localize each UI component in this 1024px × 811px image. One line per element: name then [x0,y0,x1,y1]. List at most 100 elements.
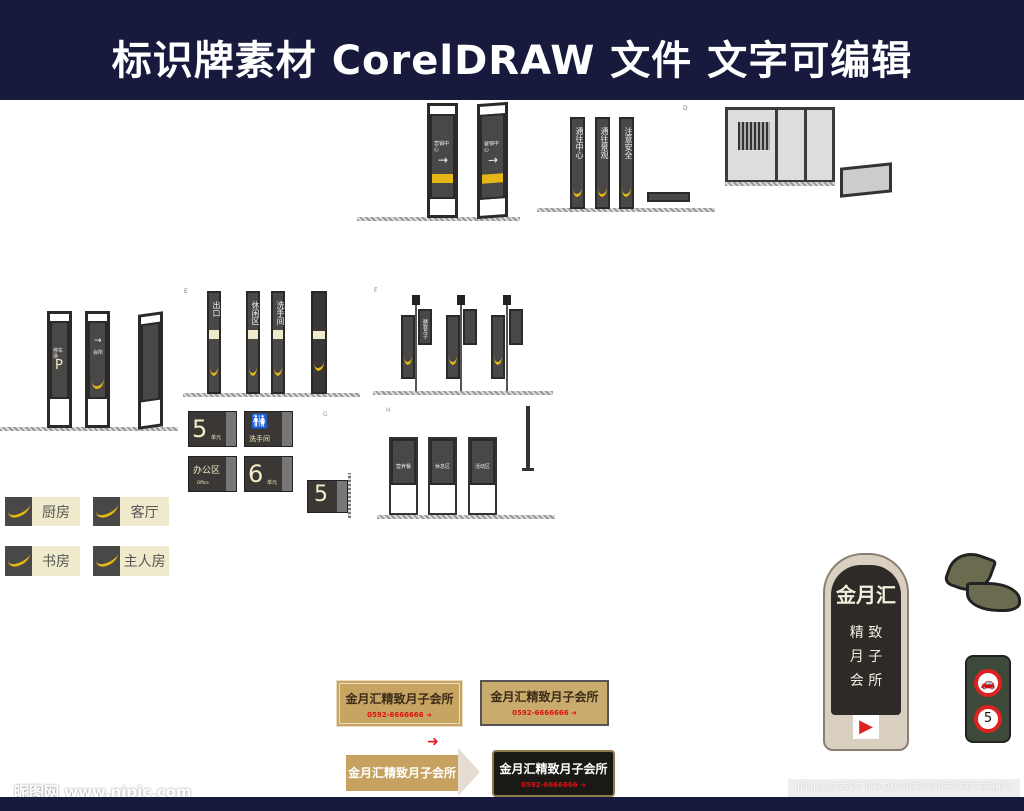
sign-label: 活动区 [475,464,491,470]
lobby-sign-a: 营销中心→ [427,103,458,218]
sign-label: 停车场 [53,348,64,360]
sign-sublabel: Office [197,480,209,485]
room-label: 书房 [32,546,80,576]
arrow-icon: ➜ [415,731,451,753]
speed-limit-icon: 5 [974,705,1002,733]
brand-name: 金月汇 [836,583,896,607]
bench-sign [647,192,690,202]
office-sign: 办公区 Office [188,456,237,492]
pillar-sign [311,291,327,394]
brand-text: 金月汇精致月子会所 [347,766,456,780]
group-label: G [323,411,328,418]
sign-label: 精致月子 [422,319,428,339]
room-plate: 厨房 [5,493,80,526]
arrow-icon: → [94,336,102,346]
sign-label: 营销中心 [434,141,450,153]
unit-number: 6 [248,460,264,488]
post-sign: 休闲区 [246,291,260,394]
arrow-icon: → [488,152,499,168]
ground-line [725,182,835,186]
sign-base [522,468,534,471]
brand-text: 金月汇精致月子会所 [490,690,599,704]
arrow-icon: ▶ [853,715,879,739]
ground-line [377,515,555,519]
sign-label: 营养餐 [396,464,412,470]
sign-label: 营销中心 [484,140,500,154]
wall [348,473,351,518]
ground-line [357,217,520,221]
watermark-site: 昵图网 www.nipic.com [14,783,192,801]
lobby-sign-b: 营销中心→ [477,101,508,220]
standing-sign: 休息区 [428,437,457,515]
ground-line [183,393,360,397]
unit-label: 单元 [267,480,278,486]
sign-label: 注意安全 [624,127,633,159]
post-sign: 通往中心 [570,117,585,209]
standing-sign: 营养餐 [389,437,418,515]
footer-bar [0,797,1024,811]
sign-label: 通往景观 [600,127,609,159]
phone-number: 0592-6666666 [367,711,424,719]
brand-line: 精 致 [849,625,883,641]
sign-label: 洗手间 [249,435,270,443]
side-view-sign [526,406,530,470]
unit-number: 5 [192,415,208,443]
group-label: H [386,407,391,414]
ground-line [0,427,178,431]
no-car-icon: 🚗 [974,669,1002,697]
ground-line [537,208,715,212]
post-sign: 出口 [207,291,221,394]
post-sign: 通往景观 [595,117,610,209]
stand-board [840,162,892,198]
notice-board [725,107,835,183]
brand-text: 金月汇精致月子会所 [345,692,454,706]
brand-totem-sign: 金月汇 精 致 月 子 会 所 ▶ [823,553,909,751]
page-title: 标识牌素材 CorelDRAW 文件 文字可编辑 [111,38,913,84]
arrow-icon: → [438,153,449,167]
phone-number: 0592-6666666 [521,781,578,789]
traffic-sign: 🚗 5 [965,655,1011,743]
parking-icon: P [55,358,63,373]
butterfly-icon [942,545,1024,614]
standing-sign: 活动区 [468,437,497,515]
watermark-id: ID:12135527 NO:20200208083656767000 [788,779,1020,797]
sign-label: 办公区 [193,466,221,476]
sign-label: 休息区 [435,464,451,470]
room-plate: 主人房 [93,542,169,576]
arrow-shape [458,748,480,796]
ground-line [373,391,553,395]
club-sign: → 会所 [85,311,110,428]
post-sign: 注意安全 [619,117,634,209]
brand-line: 会 所 [849,673,883,689]
room-label: 客厅 [120,497,169,526]
wall-unit-sign: 5 [307,480,348,513]
brand-text: 金月汇精致月子会所 [499,762,608,776]
lamp-banners: 精致月子 [373,295,553,391]
sign-label: 通往中心 [575,127,584,159]
header-banner [0,0,1024,100]
sign-label: 出口 [212,301,221,317]
post-sign: 洗手间 [271,291,285,394]
phone-number: 0592-6666666 [512,709,569,717]
blank-sign [138,311,163,430]
sign-label: 洗手间 [276,301,285,325]
washroom-icon: 🚻 [251,414,269,430]
group-label: F [374,287,378,294]
sign-label: 休闲区 [251,301,260,325]
brand-plate: 金月汇精致月子会所 [346,755,458,791]
room-plate: 书房 [5,542,80,576]
sign-label: 会所 [93,350,104,356]
group-label: E [184,288,188,295]
brand-line: 月 子 [849,649,883,665]
unit-number: 5 [314,482,328,507]
room-label: 厨房 [32,497,80,526]
unit-label: 单元 [211,435,222,441]
room-label: 主人房 [120,546,169,576]
group-label: D [683,105,688,112]
